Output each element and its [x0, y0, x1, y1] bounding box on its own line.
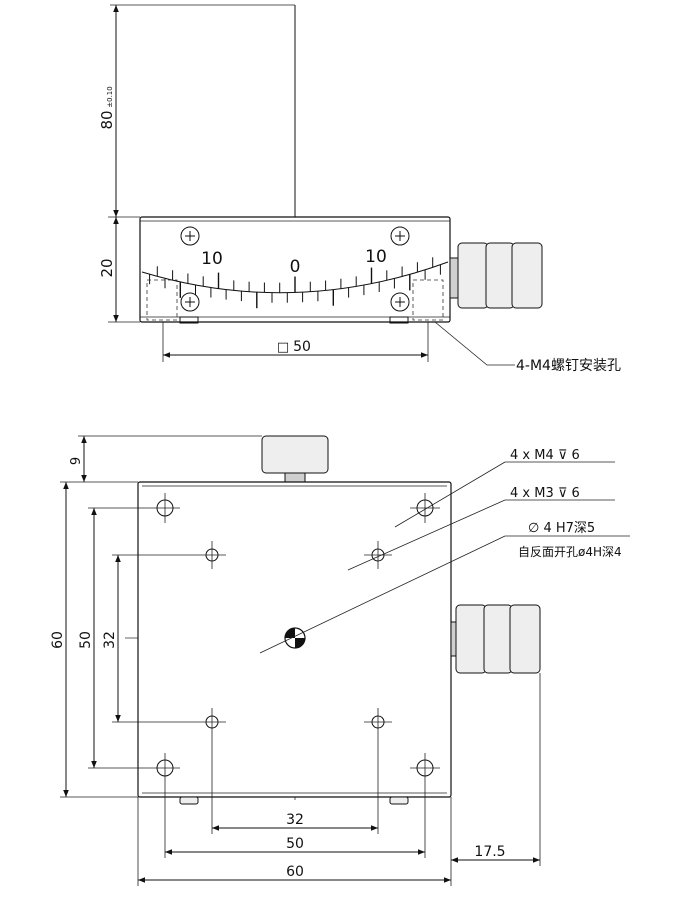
side-view: 80 ±0.10 20 10 0 10 — [98, 4, 621, 374]
m4-hole — [150, 753, 180, 783]
screw-icon — [180, 226, 200, 246]
scale-label-left: 10 — [201, 249, 223, 269]
center-hole — [284, 627, 306, 649]
callout-m4-leader — [394, 461, 506, 528]
scale-label-right: 10 — [365, 247, 387, 267]
foot-bottom-left — [179, 796, 199, 805]
callout-center-hole-note: 自反面开孔ø4H深4 — [518, 545, 622, 559]
callout-center-hole: ∅ 4 H7深5 — [528, 521, 595, 536]
screw-icon — [180, 292, 200, 312]
dim-60v-label: 60 — [50, 631, 66, 649]
m4-hole — [150, 493, 180, 523]
callout-m4: 4 x M4 ⊽ 6 — [510, 448, 580, 463]
dim-60h-label: 60 — [286, 864, 304, 880]
callout-m3: 4 x M3 ⊽ 6 — [510, 486, 580, 501]
dim-20-label: 20 — [98, 258, 116, 277]
scale-ticks — [149, 257, 441, 309]
dim-175-label: 17.5 — [474, 844, 505, 860]
hidden-mount-hole-left — [146, 279, 178, 321]
m3-hole — [198, 708, 226, 736]
m3-hole — [364, 541, 392, 569]
screw-icon — [390, 292, 410, 312]
callout-mount-leader — [434, 321, 515, 366]
dim-80-tolerance: ±0.10 — [106, 86, 114, 107]
callout-mount-holes: 4-M4螺钉安装孔 — [516, 358, 621, 374]
micrometer-knob-side — [449, 242, 543, 309]
screw-icon — [390, 226, 410, 246]
dim-32v-label: 32 — [102, 631, 118, 649]
m4-hole — [410, 493, 440, 523]
top-view: 9 60 50 32 32 50 60 17.5 4 x M4 ⊽ 6 — [50, 435, 630, 886]
dim-50v-label: 50 — [78, 631, 94, 649]
dim-50h-label: 50 — [286, 836, 304, 852]
m3-hole — [364, 708, 392, 736]
dim-32h-label: 32 — [286, 812, 304, 828]
foot-left — [179, 316, 199, 324]
foot-right — [389, 316, 409, 324]
dim-sq50-label: 50 — [293, 339, 311, 355]
dim-9-label: 9 — [69, 457, 84, 465]
callout-center-leader — [259, 535, 506, 654]
dim-80-label: 80 — [98, 110, 116, 129]
micrometer-knob-top — [261, 435, 329, 484]
m4-hole — [410, 753, 440, 783]
m3-hole — [198, 541, 226, 569]
foot-bottom-right — [389, 796, 409, 805]
scale-label-zero: 0 — [290, 257, 301, 277]
hidden-mount-hole-right — [412, 279, 444, 321]
callout-m3-leader — [347, 499, 506, 571]
dim-sq50-symbol: □ — [277, 340, 289, 355]
micrometer-knob-right — [450, 604, 541, 674]
